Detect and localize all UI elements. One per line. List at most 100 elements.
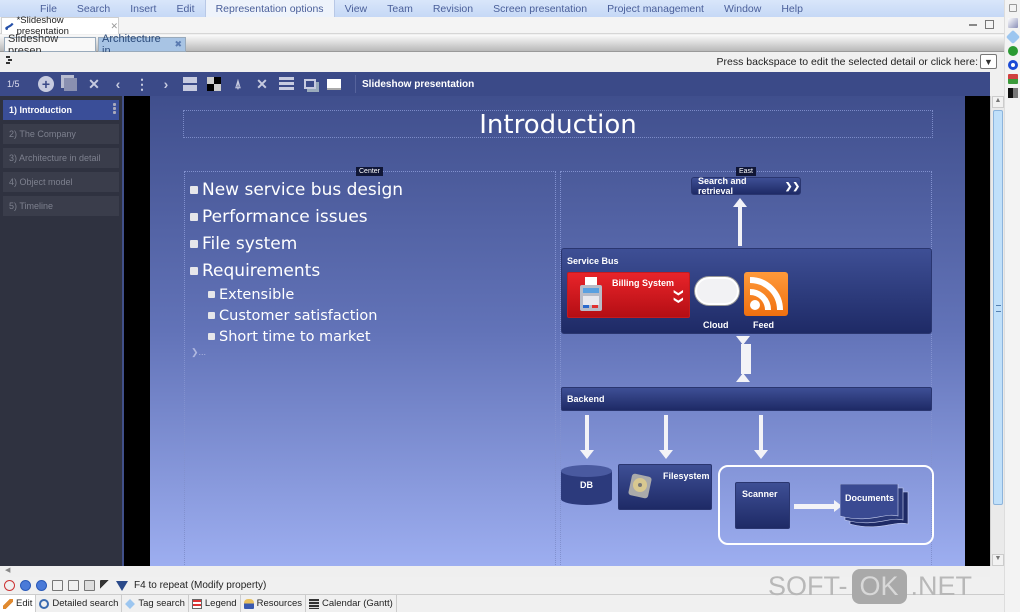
node-label: Documents [845,493,895,503]
chat-icon[interactable] [1008,60,1018,70]
filter-icon[interactable] [116,580,128,591]
zoom-in-icon[interactable] [20,580,31,591]
slide-item-the-company[interactable]: 2) The Company [3,124,119,144]
expand-chevron-icon[interactable]: ❯❯ [673,288,684,305]
tag-icon[interactable] [1005,29,1020,45]
checkerboard-icon[interactable] [1008,88,1018,98]
service-bus-node[interactable]: Service Bus Billing System ❯❯ Cloud [561,248,932,334]
center-region[interactable]: New service bus design Performance issue… [184,171,556,566]
style-icon[interactable] [1008,18,1018,28]
expand-chevron-icon[interactable]: ❯❯ [784,180,800,191]
slide-item-architecture[interactable]: 3) Architecture in detail [3,148,119,168]
minimize-icon[interactable] [969,24,977,26]
close-tab-icon[interactable]: ✕ [110,20,118,31]
close-subtab-icon[interactable]: ✖ [174,39,182,49]
subtab-architecture[interactable]: Architecture in ...✖ [98,33,186,57]
next-slide-button[interactable]: › [157,75,175,93]
menu-window[interactable]: Window [723,3,762,15]
filesystem-node[interactable]: Filesystem [618,464,712,510]
check-icon[interactable] [1008,46,1018,56]
scroll-up-button[interactable]: ▲ [992,96,1004,108]
menu-team[interactable]: Team [387,3,413,15]
calendar-icon[interactable] [1008,74,1018,84]
windows-button[interactable] [301,75,319,93]
tab-label: Legend [204,598,237,609]
detail-dropdown-button[interactable]: ▼ [980,54,997,69]
menu-representation-options[interactable]: Representation options [204,0,335,17]
menu-edit[interactable]: Edit [176,3,195,15]
tab-detailed-search[interactable]: Detailed search [36,595,123,612]
hierarchy-icon[interactable] [100,580,111,591]
scroll-left-button[interactable]: ◀ [5,567,11,574]
db-node[interactable] [561,465,612,505]
bullet-item[interactable]: Requirements [190,257,403,284]
menu-view[interactable]: View [344,3,368,15]
restore-icon[interactable] [1009,4,1017,12]
more-options-button[interactable]: ⋮ [133,75,151,93]
bullet-item[interactable]: Customer satisfaction [190,305,403,326]
menu-file[interactable]: File [40,3,57,15]
menu-project-management[interactable]: Project management [607,3,704,15]
add-slide-button[interactable]: + [37,75,55,93]
title-region[interactable]: Introduction [183,110,933,139]
tab-tag-search[interactable]: Tag search [122,595,189,612]
feed-node[interactable] [744,272,788,316]
drag-handle-icon[interactable] [113,103,116,115]
frame-icon[interactable] [52,580,63,591]
compass-icon[interactable] [4,580,15,591]
search-and-retrieval-node[interactable]: Search and retrieval ❯❯ [691,176,801,196]
tools-button[interactable]: ✕ [253,75,271,93]
menu-insert[interactable]: Insert [130,3,157,15]
style-button[interactable]: ⍋ [229,75,247,93]
chevron-left-icon: ‹ [115,76,121,92]
bullet-item[interactable]: Extensible [190,284,403,305]
bullet-item[interactable]: New service bus design [190,176,403,203]
tab-legend[interactable]: Legend [189,595,241,612]
tab-resources[interactable]: Resources [241,595,306,612]
presentation-button[interactable] [325,75,343,93]
documents-node[interactable]: Documents [839,483,912,530]
duplicate-slide-button[interactable] [61,75,79,93]
monitor-icon [327,78,341,90]
split-layout-button[interactable] [181,75,199,93]
subtab-slideshow[interactable]: Slideshow presen... [4,33,96,57]
tree-icon[interactable] [6,56,12,66]
slide-item-introduction[interactable]: 1) Introduction [3,100,119,120]
scroll-down-button[interactable]: ▼ [992,554,1004,566]
menu-help[interactable]: Help [781,3,803,15]
east-region[interactable]: Search and retrieval ❯❯ Service Bus Bill… [560,171,934,566]
person-icon [243,598,254,609]
scanner-node[interactable]: Scanner [735,482,790,529]
scrollbar-thumb[interactable] [993,110,1003,505]
scanner-group[interactable]: Scanner Documents [718,465,934,545]
menu-screen-presentation[interactable]: Screen presentation [493,3,588,15]
bullet-item[interactable]: Performance issues [190,203,403,230]
frame-rounded-icon[interactable] [68,580,79,591]
view-controls [969,18,994,29]
node-label: Billing System [612,278,675,288]
delete-slide-button[interactable]: ✕ [85,75,103,93]
list-view-button[interactable] [277,75,295,93]
editor-tab-slideshow[interactable]: *Slideshow presentation ✕ [1,15,119,37]
maximize-icon[interactable] [985,20,994,29]
bullet-text: Customer satisfaction [219,307,378,324]
tab-calendar-gantt[interactable]: Calendar (Gantt) [306,595,397,612]
more-content-marker[interactable]: ❯... [191,347,207,357]
zoom-out-icon[interactable] [36,580,47,591]
panel-icon[interactable] [84,580,95,591]
bullet-item[interactable]: File system [190,230,403,257]
vertical-scrollbar[interactable]: ▲ ▼ [990,96,1004,566]
checkerboard-button[interactable] [205,75,223,93]
cloud-node[interactable] [695,277,739,333]
horizontal-scrollbar[interactable]: ◀ [0,566,990,577]
billing-system-node[interactable]: Billing System ❯❯ [567,272,690,318]
calendar-icon [309,598,319,609]
menu-revision[interactable]: Revision [432,3,474,15]
slide-item-timeline[interactable]: 5) Timeline [3,196,119,216]
bullet-item[interactable]: Short time to market [190,326,403,347]
menu-search[interactable]: Search [76,3,111,15]
slide-item-object-model[interactable]: 4) Object model [3,172,119,192]
previous-slide-button[interactable]: ‹ [109,75,127,93]
tab-edit[interactable]: Edit [0,595,37,612]
backend-node[interactable]: Backend [561,387,932,411]
